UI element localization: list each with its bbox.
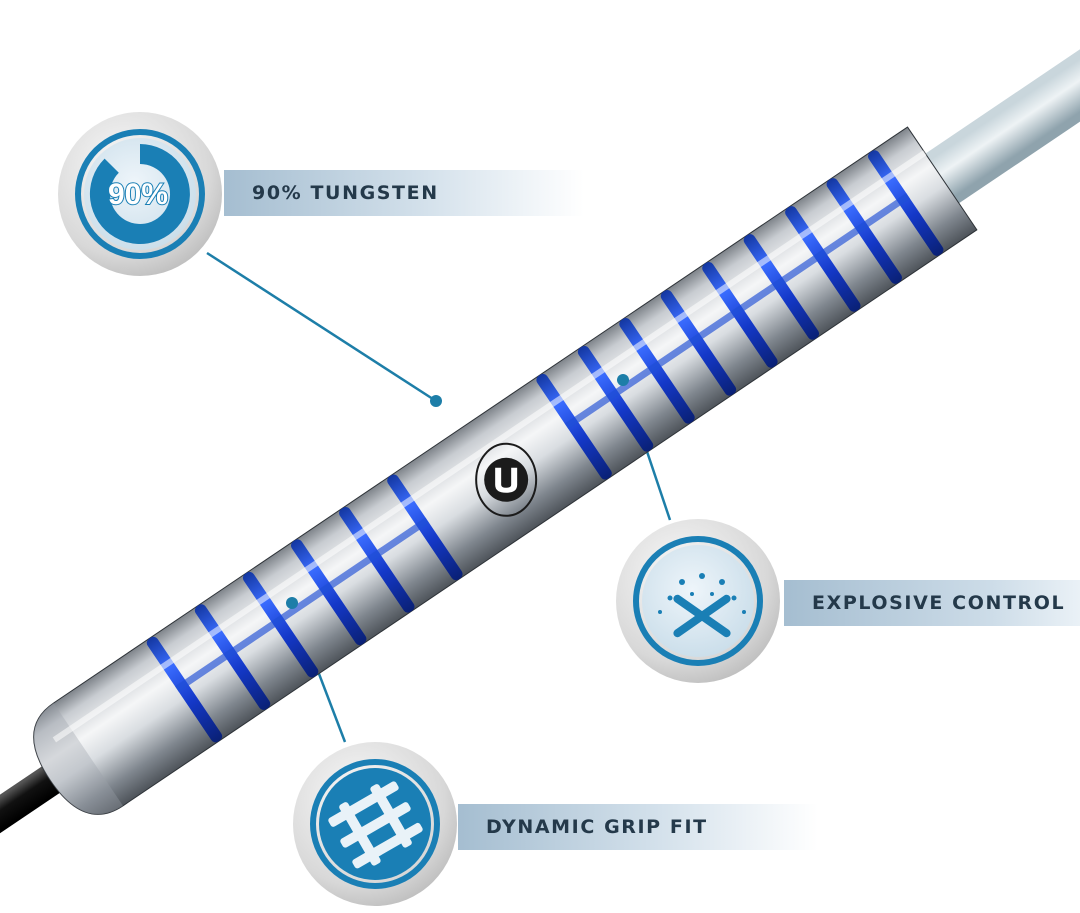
badge-tungsten: 90% (58, 112, 222, 276)
dart-shaft (921, 17, 1080, 206)
leader-line-tungsten (206, 251, 437, 403)
tungsten-percent-icon (89, 144, 190, 244)
dart-nose (33, 703, 123, 815)
anchor-dot-tungsten (430, 395, 442, 407)
dart-highlight (52, 150, 927, 743)
feature-label-tungsten: 90% TUNGSTEN (224, 170, 584, 216)
feature-label-explosive-control: EXPLOSIVE CONTROL (784, 580, 1080, 626)
feature-label-dynamic-grip-fit: DYNAMIC GRIP FIT (458, 804, 818, 850)
brand-logo-icon (475, 442, 538, 517)
anchor-dot-explosive (617, 374, 629, 386)
dart (0, 17, 1080, 852)
grip-grid-icon (328, 781, 423, 869)
badge-grip (293, 742, 457, 906)
starburst-icon (658, 573, 746, 638)
anchor-dot-grip (286, 597, 298, 609)
badge-tungsten-text: 90% (108, 178, 168, 211)
badge-explosive (616, 519, 780, 683)
